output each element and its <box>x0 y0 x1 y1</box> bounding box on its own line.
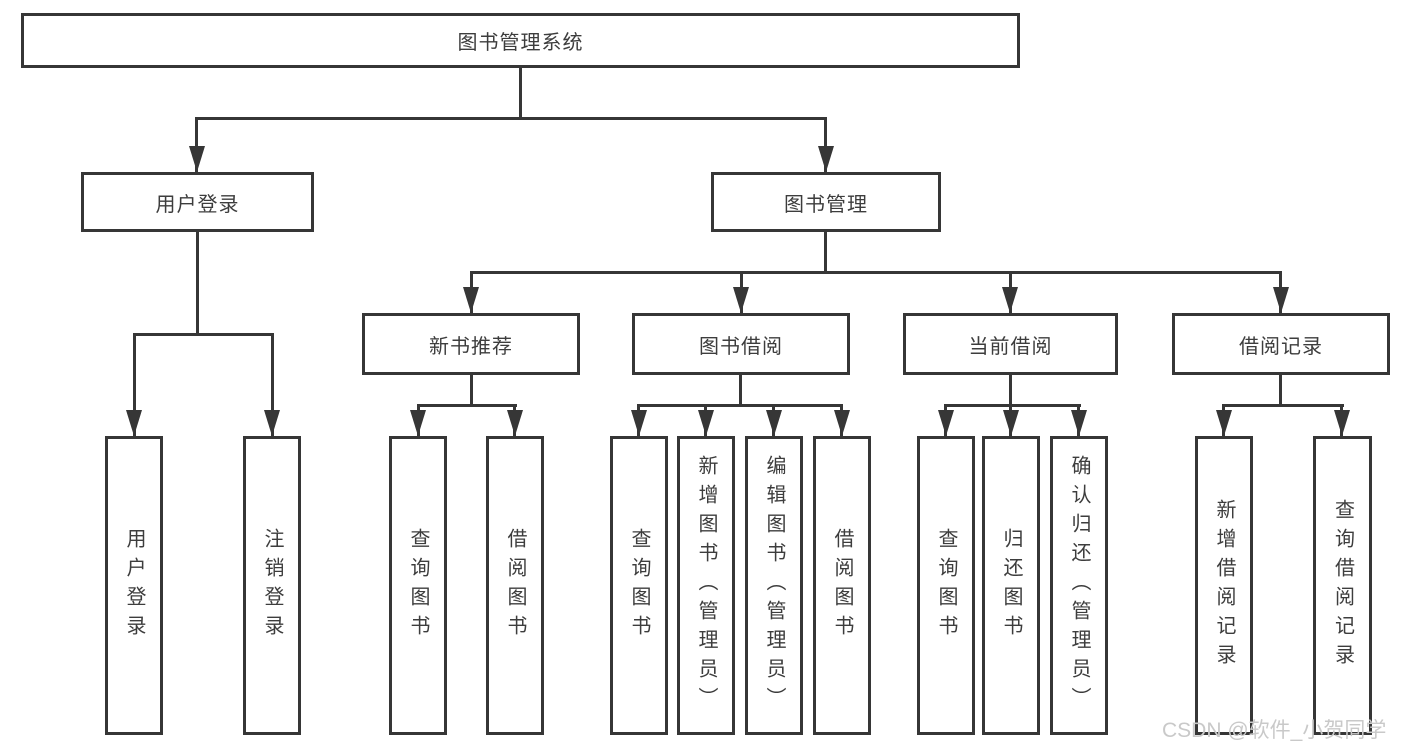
connector-level3-rail <box>470 271 1282 274</box>
connector-drop-book-management <box>824 117 827 172</box>
leaf-user-login: 用户登录 <box>105 436 163 735</box>
arrowhead-leaf <box>1216 410 1232 436</box>
arrowhead-borrow-records <box>1273 287 1289 313</box>
node-borrow-records: 借阅记录 <box>1172 313 1390 375</box>
arrowhead-user-login <box>189 146 205 172</box>
node-label: 新增借阅记录 <box>1213 498 1235 673</box>
connector-drop-leaf-logout <box>271 333 274 436</box>
node-label: 编辑图书（管理员） <box>763 455 785 716</box>
connector-drop-leaf-user-login <box>133 333 136 436</box>
leaf-logout-login: 注销登录 <box>243 436 301 735</box>
node-library-management-system: 图书管理系统 <box>21 13 1020 68</box>
node-label: 确认归还（管理员） <box>1068 455 1090 716</box>
connector-book-management-drop <box>824 232 827 273</box>
node-label: 归还图书 <box>1000 527 1022 644</box>
arrowhead-book-borrow <box>733 287 749 313</box>
arrowhead-book-management <box>818 146 834 172</box>
leaf-records-add-borrow-record: 新增借阅记录 <box>1195 436 1253 735</box>
leaf-newbook-borrow-books: 借阅图书 <box>486 436 544 735</box>
arrowhead-current-borrow <box>1002 287 1018 313</box>
arrowhead-leaf <box>507 410 523 436</box>
connector-user-login-rail <box>133 333 274 336</box>
connector-current-borrow-rail <box>944 404 1081 407</box>
leaf-newbook-query-books: 查询图书 <box>389 436 447 735</box>
leaf-current-confirm-return-admin: 确认归还（管理员） <box>1050 436 1108 735</box>
connector-current-borrow-drop <box>1009 375 1012 406</box>
node-label: 图书管理 <box>784 193 868 216</box>
connector-book-borrow-rail <box>637 404 843 407</box>
leaf-borrow-add-books-admin: 新增图书（管理员） <box>677 436 735 735</box>
arrowhead-leaf <box>1071 410 1087 436</box>
arrowhead-leaf-user-login <box>126 410 142 436</box>
arrowhead-leaf <box>938 410 954 436</box>
node-label: 查询图书 <box>935 527 957 644</box>
connector-level2-rail <box>195 117 827 120</box>
arrowhead-leaf <box>410 410 426 436</box>
node-label: 用户登录 <box>155 193 240 216</box>
node-label: 借阅记录 <box>1239 335 1323 358</box>
connector-borrow-records-rail <box>1222 404 1344 407</box>
arrowhead-leaf <box>698 410 714 436</box>
node-label: 查询借阅记录 <box>1331 498 1354 673</box>
connector-drop-user-login <box>195 117 198 172</box>
node-label: 图书管理系统 <box>457 32 584 54</box>
node-label: 当前借阅 <box>968 335 1053 358</box>
node-book-borrow: 图书借阅 <box>632 313 850 375</box>
arrowhead-leaf <box>766 410 782 436</box>
node-label: 查询图书 <box>407 527 429 644</box>
node-label: 注销登录 <box>261 527 283 644</box>
node-new-book-recommend: 新书推荐 <box>362 313 580 375</box>
node-label: 新书推荐 <box>429 335 513 358</box>
connector-book-borrow-drop <box>739 375 742 406</box>
arrowhead-leaf <box>834 410 850 436</box>
connector-new-book-rec-rail <box>417 404 517 407</box>
node-label: 新增图书（管理员） <box>695 455 717 716</box>
arrowhead-leaf <box>1334 410 1350 436</box>
leaf-borrow-borrow-books: 借阅图书 <box>813 436 871 735</box>
node-label: 图书借阅 <box>699 335 783 358</box>
node-label: 借阅图书 <box>831 527 853 644</box>
connector-new-book-rec-drop <box>470 375 473 406</box>
node-current-borrow: 当前借阅 <box>903 313 1118 375</box>
csdn-watermark: CSDN @软件_小贺同学 <box>1162 719 1387 742</box>
leaf-borrow-edit-books-admin: 编辑图书（管理员） <box>745 436 803 735</box>
leaf-records-query-borrow-record: 查询借阅记录 <box>1313 436 1372 735</box>
node-label: 用户登录 <box>123 527 145 644</box>
node-label: 借阅图书 <box>504 527 526 644</box>
arrowhead-leaf <box>631 410 647 436</box>
connector-user-login-drop <box>196 232 199 335</box>
node-user-login: 用户登录 <box>81 172 314 232</box>
arrowhead-new-book-rec <box>463 287 479 313</box>
node-label: 查询图书 <box>628 527 650 644</box>
arrowhead-leaf-logout <box>264 410 280 436</box>
arrowhead-leaf <box>1003 410 1019 436</box>
leaf-current-query-books: 查询图书 <box>917 436 975 735</box>
connector-root-drop <box>519 68 522 119</box>
leaf-current-return-books: 归还图书 <box>982 436 1040 735</box>
leaf-borrow-query-books: 查询图书 <box>610 436 668 735</box>
connector-borrow-records-drop <box>1279 375 1282 406</box>
node-book-management: 图书管理 <box>711 172 941 232</box>
